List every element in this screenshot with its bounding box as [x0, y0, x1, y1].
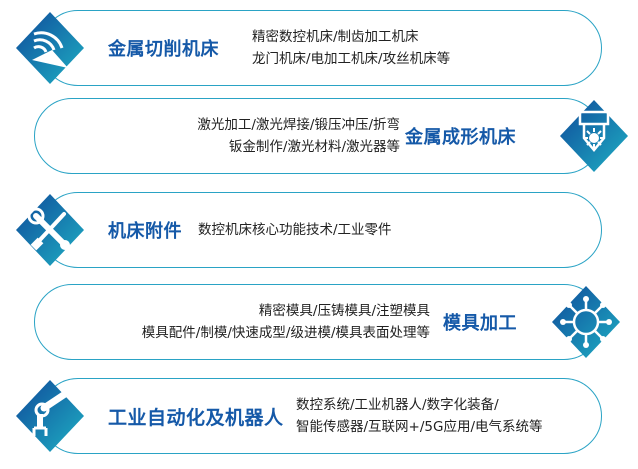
category-description: 精密数控机床/制齿加工机床 龙门机床/电加工机床/攻丝机床等: [252, 10, 450, 86]
category-title: 机床附件: [108, 221, 182, 242]
description-line: 精密数控机床/制齿加工机床: [252, 29, 419, 45]
category-title: 工业自动化及机器人: [108, 406, 284, 429]
robot-arm-icon: [12, 378, 88, 454]
category-pill: [40, 10, 602, 86]
category-pill: [40, 192, 602, 268]
category-row-mold: 精密模具/压铸模具/注塑模具 模具配件/制模/快速成型/级进模/模具表面处理等 …: [0, 284, 638, 360]
category-pill: [34, 98, 602, 174]
category-description: 激光加工/激光焊接/锻压冲压/折弯 钣金制作/激光材料/激光器等: [197, 98, 400, 174]
category-title: 模具加工: [443, 313, 517, 334]
description-line: 数控机床核心功能技术/工业零件: [198, 222, 392, 238]
description-line: 数控系统/工业机器人/数字化装备/: [296, 397, 499, 413]
wrench-screwdriver-icon: [12, 192, 88, 268]
description-line: 龙门机床/电加工机床/攻丝机床等: [252, 51, 451, 67]
category-title: 金属成形机床: [405, 127, 516, 148]
category-row-accessories: 机床附件 数控机床核心功能技术/工业零件: [0, 192, 638, 268]
description-line: 钣金制作/激光材料/激光器等: [228, 139, 400, 155]
category-pill: [34, 284, 602, 360]
cutting-tool-icon: [12, 10, 88, 86]
category-pill: [40, 378, 602, 454]
category-description: 数控机床核心功能技术/工业零件: [198, 192, 392, 268]
mold-gear-icon: [548, 284, 624, 360]
description-line: 智能传感器/互联网+/5G应用/电气系统等: [296, 419, 543, 435]
description-line: 激光加工/激光焊接/锻压冲压/折弯: [197, 117, 400, 133]
description-line: 精密模具/压铸模具/注塑模具: [258, 303, 430, 319]
category-title: 金属切削机床: [108, 39, 219, 60]
category-row-cutting: 金属切削机床 精密数控机床/制齿加工机床 龙门机床/电加工机床/攻丝机床等: [0, 10, 638, 86]
category-description: 精密模具/压铸模具/注塑模具 模具配件/制模/快速成型/级进模/模具表面处理等: [142, 284, 430, 360]
category-description: 数控系统/工业机器人/数字化装备/ 智能传感器/互联网+/5G应用/电气系统等: [296, 378, 543, 454]
description-line: 模具配件/制模/快速成型/级进模/模具表面处理等: [141, 325, 430, 341]
category-row-automation: 工业自动化及机器人 数控系统/工业机器人/数字化装备/ 智能传感器/互联网+/5…: [0, 378, 638, 454]
laser-head-icon: [556, 98, 632, 174]
category-row-forming: 激光加工/激光焊接/锻压冲压/折弯 钣金制作/激光材料/激光器等 金属成形机床: [0, 98, 638, 174]
